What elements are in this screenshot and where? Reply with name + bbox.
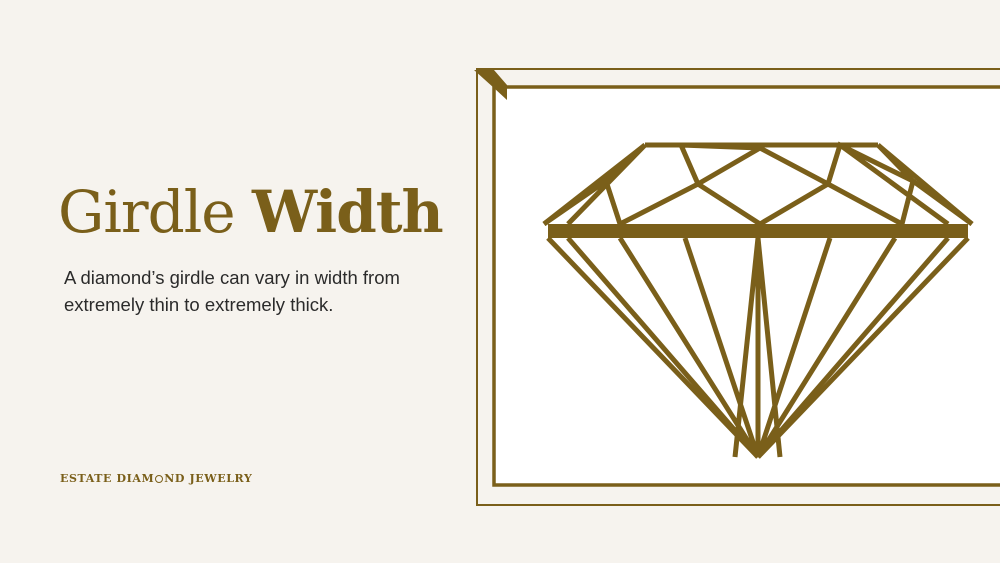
slide-description: A diamond’s girdle can vary in width fro… (64, 267, 400, 315)
diamond-crown-facets (542, 141, 974, 227)
frame-outer-border (476, 68, 1000, 506)
diamond-ring-icon (155, 475, 164, 483)
brand-text-end: ND JEWELRY (164, 472, 253, 485)
slide-title: Girdle Width (58, 178, 444, 246)
diamond-pavilion-right-edge (756, 236, 970, 459)
title-bold-word: Width (252, 178, 444, 246)
diamond-icon (542, 141, 974, 459)
diamond-girdle-band (548, 224, 968, 238)
diamond-pavilion-facets (566, 236, 950, 459)
title-regular-word: Girdle (58, 178, 236, 246)
diamond-pavilion-left-edge (546, 236, 760, 459)
brand-text-start: ESTATE DIAM (60, 472, 155, 485)
brand-logo: ESTATE DIAM ND JEWELRY (60, 472, 252, 485)
frame-corner-accent (474, 70, 507, 100)
